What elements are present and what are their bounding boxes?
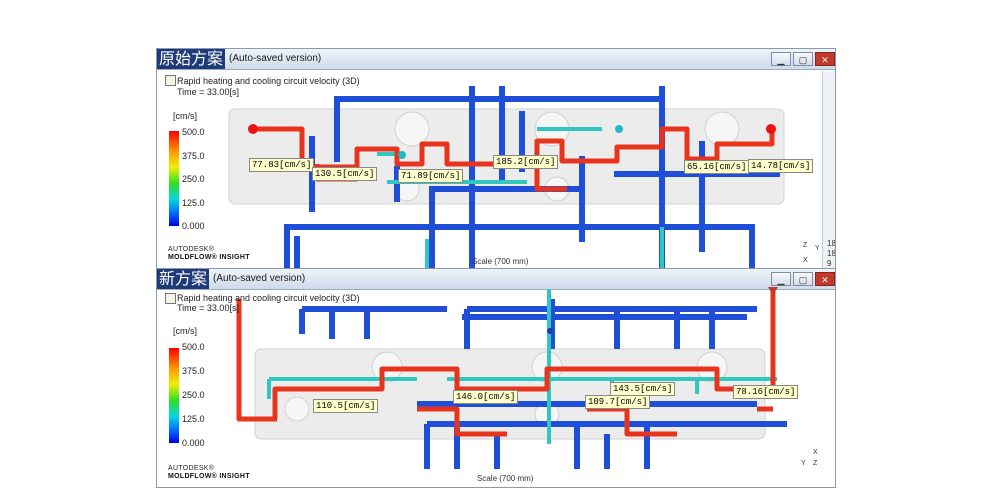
legend-unit: [cm/s]: [173, 111, 197, 121]
axis-label: Z: [803, 242, 808, 249]
velocity-label: 78.16[cm/s]: [733, 385, 799, 399]
velocity-label: 130.5[cm/s]: [312, 167, 378, 181]
axis-label: Y: [815, 245, 820, 252]
title-bar[interactable]: 原始方案 (Auto-saved version) ▁ ▢ ✕: [157, 49, 835, 70]
velocity-label: 77.83[cm/s]: [249, 158, 315, 172]
velocity-label: 110.5[cm/s]: [313, 399, 379, 413]
minimize-button[interactable]: ▁: [771, 272, 791, 286]
window-title: (Auto-saved version): [213, 273, 306, 284]
restore-button[interactable]: ▢: [793, 52, 813, 66]
legend-tick: 0.000: [182, 438, 205, 448]
autodesk-logo: AUTODESK®: [168, 465, 215, 472]
moldflow-logo: MOLDFLOW® INSIGHT: [168, 473, 250, 480]
velocity-label: 14.78[cm/s]: [748, 159, 814, 173]
legend-tick: 250.0: [182, 390, 205, 400]
result-icon[interactable]: [165, 75, 176, 86]
legend-tick: 0.000: [182, 221, 205, 231]
axis-label: X: [813, 449, 818, 456]
window-title-chinese: 原始方案: [157, 49, 226, 69]
side-value: 18: [827, 239, 836, 248]
title-bar[interactable]: 新方案 (Auto-saved version) ▁ ▢ ✕: [157, 269, 835, 290]
time-readout: Time = 33.00[s]: [177, 87, 239, 97]
legend-tick: 375.0: [182, 366, 205, 376]
top-result-window[interactable]: 原始方案 (Auto-saved version) ▁ ▢ ✕: [156, 48, 836, 271]
close-button[interactable]: ✕: [815, 272, 835, 286]
legend-tick: 500.0: [182, 342, 205, 352]
axis-label: Z: [813, 460, 818, 467]
window-title: (Auto-saved version): [229, 53, 322, 64]
minimize-button[interactable]: ▁: [771, 52, 791, 66]
window-title-chinese: 新方案: [157, 269, 210, 289]
legend-unit: [cm/s]: [173, 326, 197, 336]
velocity-label: 71.89[cm/s]: [398, 169, 464, 183]
color-legend-bar: [169, 348, 179, 443]
close-button[interactable]: ✕: [815, 52, 835, 66]
legend-tick: 500.0: [182, 127, 205, 137]
time-readout: Time = 33.00[s]: [177, 303, 239, 313]
moldflow-logo: MOLDFLOW® INSIGHT: [168, 254, 250, 261]
side-panel[interactable]: [822, 71, 835, 270]
velocity-label: 143.5[cm/s]: [610, 382, 676, 396]
restore-button[interactable]: ▢: [793, 272, 813, 286]
bottom-result-window[interactable]: 新方案 (Auto-saved version) ▁ ▢ ✕: [156, 268, 836, 488]
autodesk-logo: AUTODESK®: [168, 246, 215, 253]
axis-label: X: [803, 257, 808, 264]
scale-label: Scale (700 mm): [472, 257, 529, 266]
side-value: 18: [827, 249, 836, 258]
velocity-label: 65.16[cm/s]: [684, 160, 750, 174]
legend-tick: 375.0: [182, 151, 205, 161]
legend-tick: 125.0: [182, 414, 205, 424]
legend-tick: 125.0: [182, 198, 205, 208]
velocity-label: 109.7[cm/s]: [585, 395, 651, 409]
legend-tick: 250.0: [182, 174, 205, 184]
scale-label: Scale (700 mm): [477, 474, 534, 483]
result-icon[interactable]: [165, 293, 176, 304]
axis-label: Y: [801, 460, 806, 467]
velocity-label: 146.0[cm/s]: [453, 390, 519, 404]
velocity-label: 185.2[cm/s]: [493, 155, 559, 169]
result-title: Rapid heating and cooling circuit veloci…: [177, 76, 360, 86]
color-legend-bar: [169, 131, 179, 226]
side-value: 9: [827, 259, 832, 268]
result-title: Rapid heating and cooling circuit veloci…: [177, 293, 360, 303]
